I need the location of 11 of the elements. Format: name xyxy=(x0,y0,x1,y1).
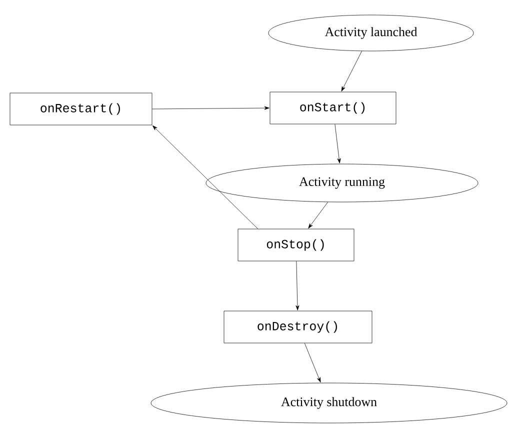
method-box: onRestart() xyxy=(10,92,152,126)
arrow xyxy=(341,50,362,92)
arrow xyxy=(304,343,321,382)
method-box: onStop() xyxy=(238,228,354,262)
arrow xyxy=(152,106,270,110)
arrow xyxy=(152,125,258,229)
method-box: onDestroy() xyxy=(224,310,372,344)
arrow xyxy=(334,124,341,164)
arrow xyxy=(308,202,328,228)
method-box: onStart() xyxy=(270,92,396,124)
arrow xyxy=(296,261,300,310)
